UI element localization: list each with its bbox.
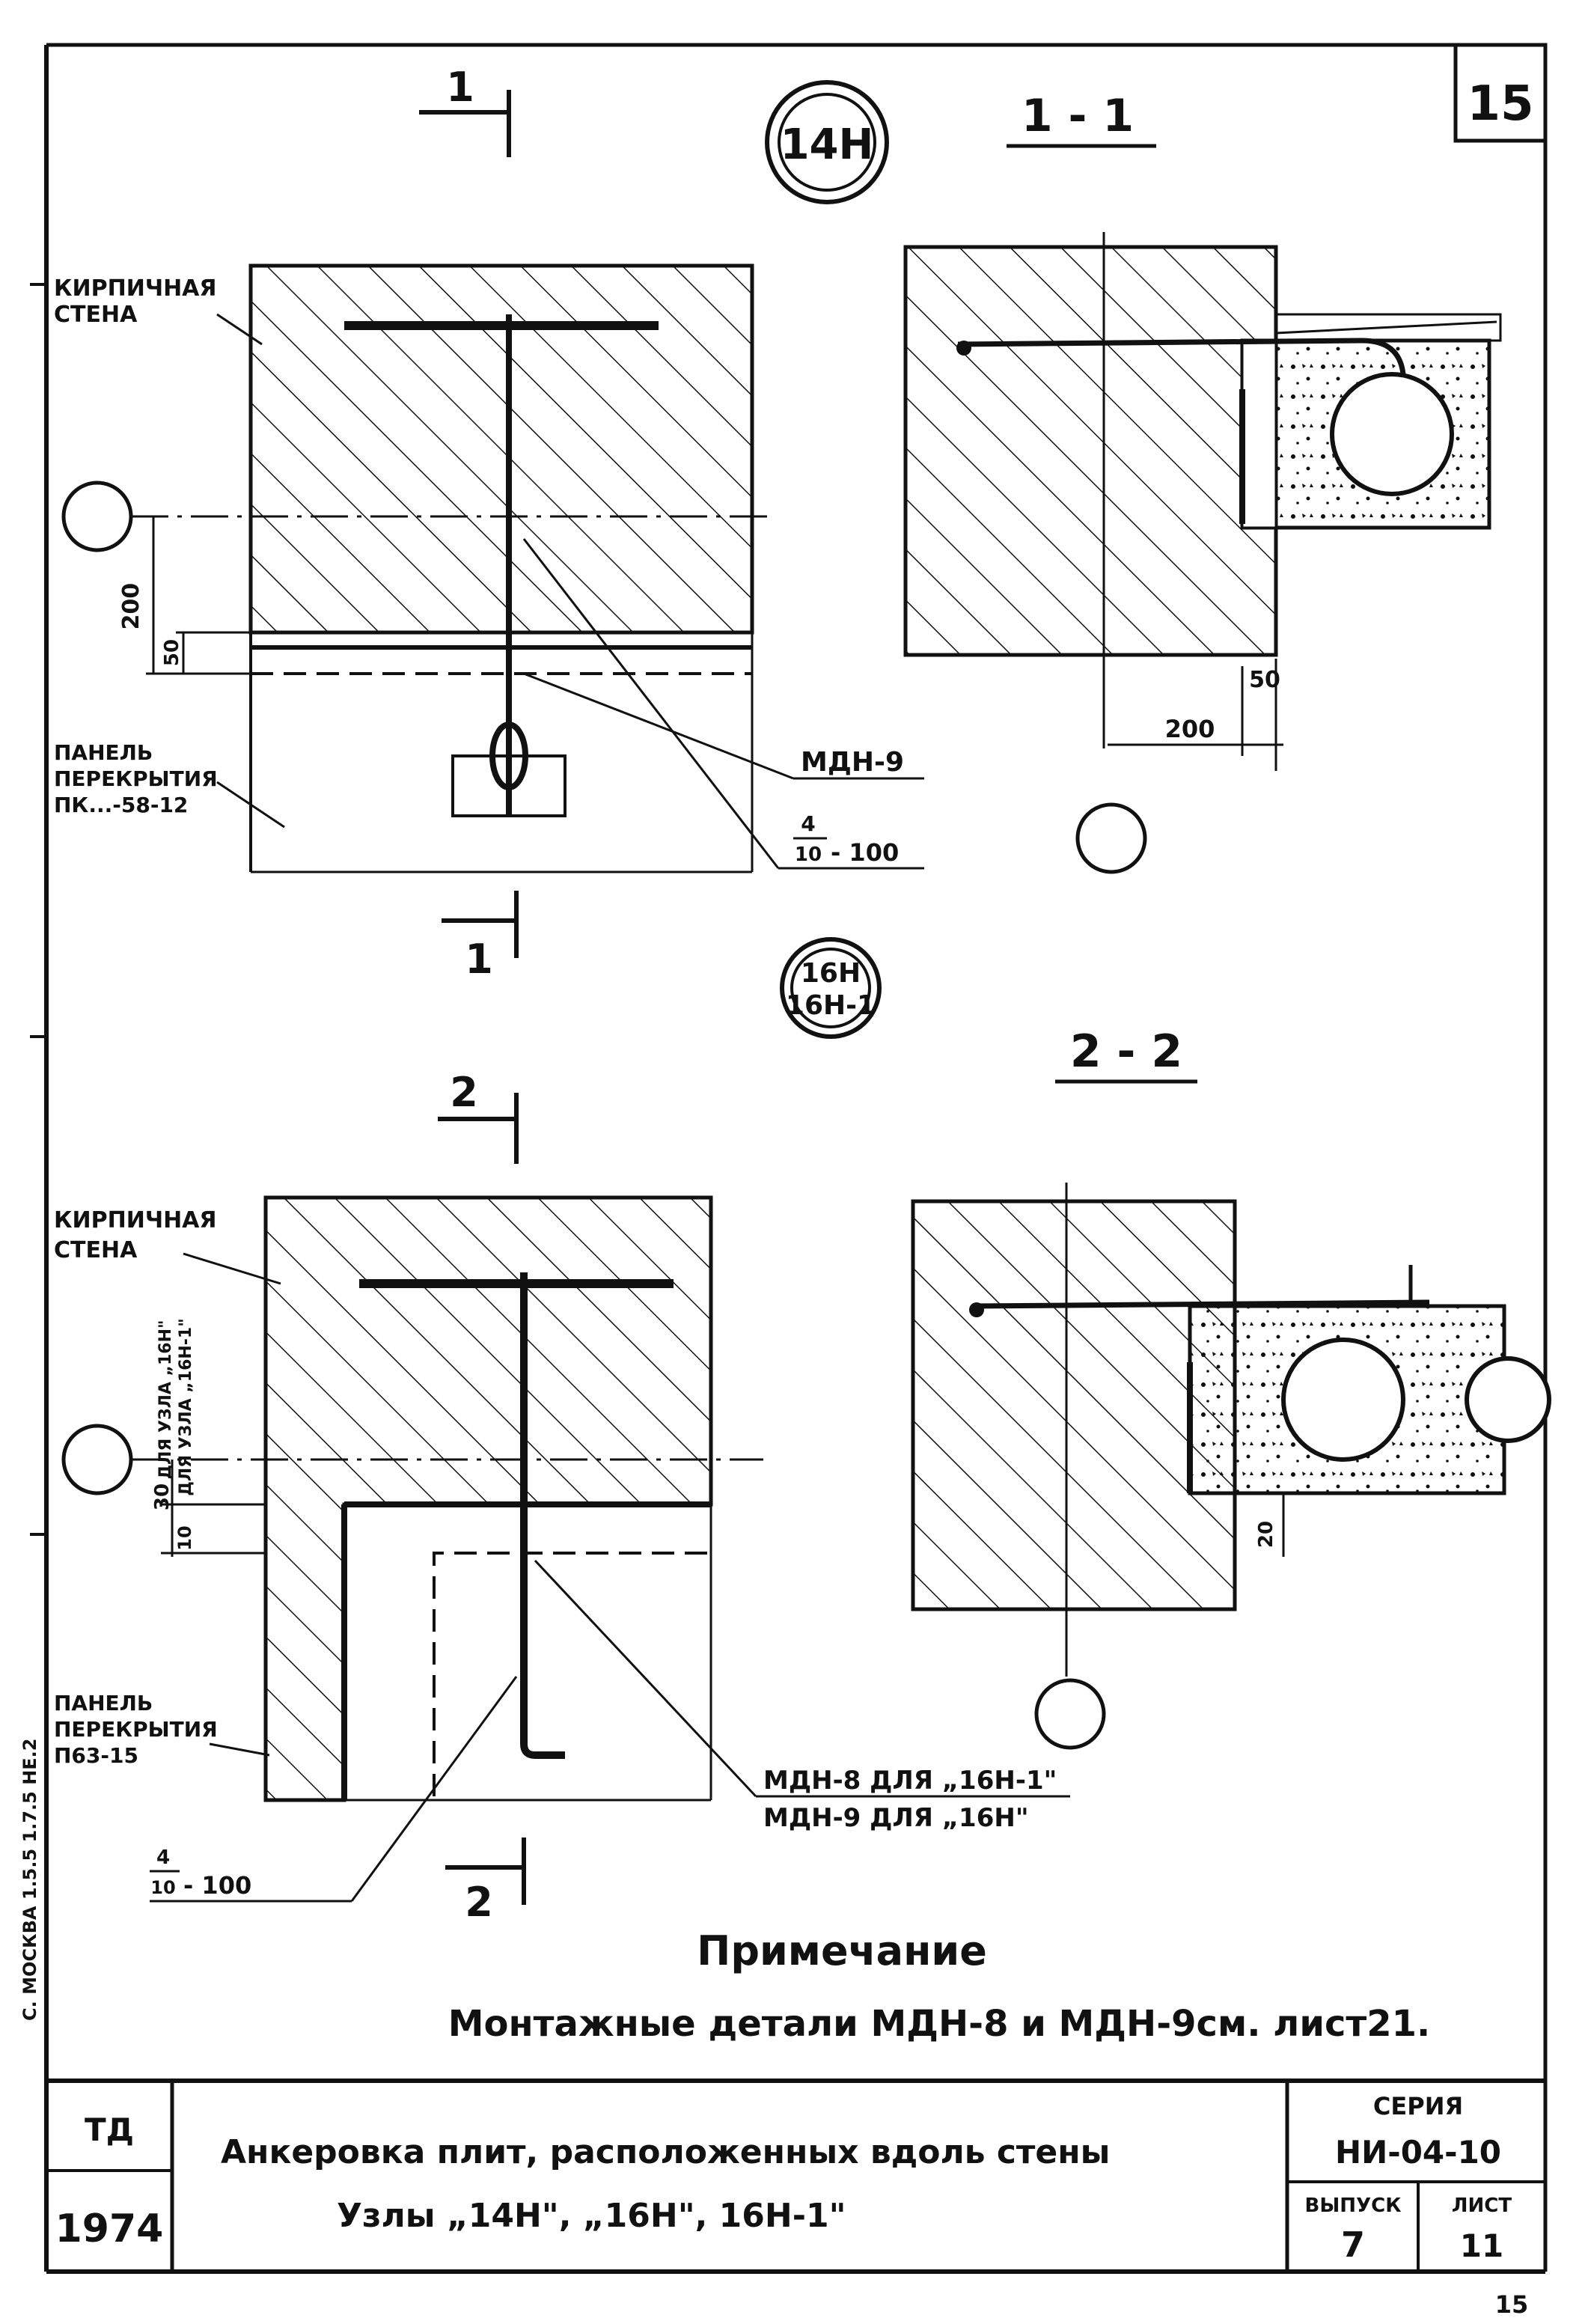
sheet-corner-number: 15 (1467, 76, 1533, 132)
sheet-corner-box: 15 (1453, 43, 1548, 143)
weld-num-bottom: 4 (156, 1846, 170, 1869)
panel-label-top-1: ПАНЕЛЬ (54, 740, 153, 765)
weld-num-top: 4 (801, 811, 815, 836)
anchor-label-mdn8: МДН-8 ДЛЯ „16Н-1" (763, 1766, 1057, 1796)
sheet-label: ЛИСТ (1452, 2195, 1512, 2217)
issue-value: 7 (1341, 2224, 1365, 2265)
brick-wall-section-2 (911, 1199, 1237, 1611)
cut-label-2-top: 2 (450, 1069, 478, 1116)
note-text: Монтажные детали МДН-8 и МДН-9см. лист21… (448, 2003, 1431, 2045)
section-1-1: 1 - 1 50 200 (903, 90, 1502, 874)
node-marker-16n: 16Н (801, 958, 861, 989)
panel-label-bottom-1: ПАНЕЛЬ (54, 1691, 153, 1715)
title-line-2: Узлы „14Н", „16Н", 16Н-1" (337, 2197, 846, 2235)
brick-wall-section-1 (903, 245, 1278, 657)
note-heading: Примечание (697, 1927, 987, 1974)
section-title-1-1: 1 - 1 (1022, 90, 1134, 142)
note-block: Примечание Монтажные детали МДН-8 и МДН-… (448, 1927, 1431, 2045)
axis-bubble-bottom-left (61, 1424, 133, 1495)
cut-label-2-bottom: 2 (465, 1879, 493, 1926)
axis-bubble-section-1 (1075, 802, 1147, 874)
weld-len-bottom: - 100 (183, 1871, 251, 1900)
dim-200-plan: 200 (118, 583, 144, 630)
wall-label-top-2: СТЕНА (54, 302, 138, 328)
panel-label-top-3: ПК...-58-12 (54, 793, 188, 817)
axis-bubble-top-left (61, 481, 133, 552)
wall-label-top-1: КИРПИЧНАЯ (54, 275, 217, 302)
anchor-label-mdn9-16n: МДН-9 ДЛЯ „16Н" (763, 1803, 1029, 1833)
section-1-dim-50: 50 (1249, 667, 1280, 693)
panel-label-bottom-2: ПЕРЕКРЫТИЯ (54, 1717, 218, 1742)
section-1-dim-200: 200 (1165, 715, 1215, 743)
node-marker-14n: 14Н (781, 121, 874, 169)
side-margin-text: С. МОСКВА 1.5.5 1.7.5 НЕ.2 (19, 1739, 40, 2022)
weld-len-top: - 100 (831, 838, 899, 867)
anchor-label-mdn9: МДН-9 (801, 747, 904, 778)
frame (30, 43, 1548, 2083)
bottom-page-mark: 15 (1495, 2290, 1529, 2319)
section-title-2-2: 2 - 2 (1070, 1025, 1182, 1078)
title-org: ТД (85, 2111, 134, 2148)
node-14n-plan: 1 14Н 200 50 КИРПИЧНАЯ СТЕНА ПАНЕЛ (54, 64, 924, 983)
title-year: 1974 (55, 2206, 164, 2251)
hollow-plank-section-2 (1188, 1304, 1506, 1495)
axis-bubble-section-2 (1034, 1678, 1106, 1750)
series-label: СЕРИЯ (1373, 2092, 1463, 2120)
panel-label-top-2: ПЕРЕКРЫТИЯ (54, 766, 218, 791)
dim-10-note: ДЛЯ УЗЛА „16Н-1" (177, 1318, 195, 1495)
weld-den-top: 10 (795, 844, 822, 866)
title-line-1: Анкеровка плит, расположенных вдоль стен… (221, 2133, 1110, 2171)
section-2-2: 20 (911, 1183, 1551, 1750)
panel-label-bottom-3: П63-15 (54, 1743, 138, 1768)
weld-den-bottom: 10 (150, 1877, 175, 1898)
node-marker-16n-1: 16Н-1 (786, 990, 876, 1021)
wall-label-bottom-1: КИРПИЧНАЯ (54, 1207, 217, 1233)
series-value: НИ-04-10 (1335, 2134, 1501, 2171)
cut-label-1-bottom: 1 (465, 936, 493, 983)
section-2-dim-20: 20 (1255, 1521, 1277, 1548)
wall-label-bottom-2: СТЕНА (54, 1237, 138, 1263)
dim-50-plan: 50 (161, 639, 183, 666)
brick-wall-plan-top (248, 263, 754, 635)
cut-label-1-top: 1 (446, 64, 474, 111)
title-block (44, 2081, 1548, 2274)
node-16n-plan: 16Н 16Н-1 2 - 2 2 30 ДЛЯ УЗЛА „16Н" 10 Д… (54, 937, 1197, 1926)
dim-30-note: ДЛЯ УЗЛА „16Н" (156, 1320, 175, 1480)
issue-label: ВЫПУСК (1305, 2195, 1402, 2217)
dim-10-plan: 10 (174, 1525, 195, 1550)
sheet-value: 11 (1460, 2227, 1503, 2264)
dim-30-plan: 30 (151, 1483, 174, 1510)
